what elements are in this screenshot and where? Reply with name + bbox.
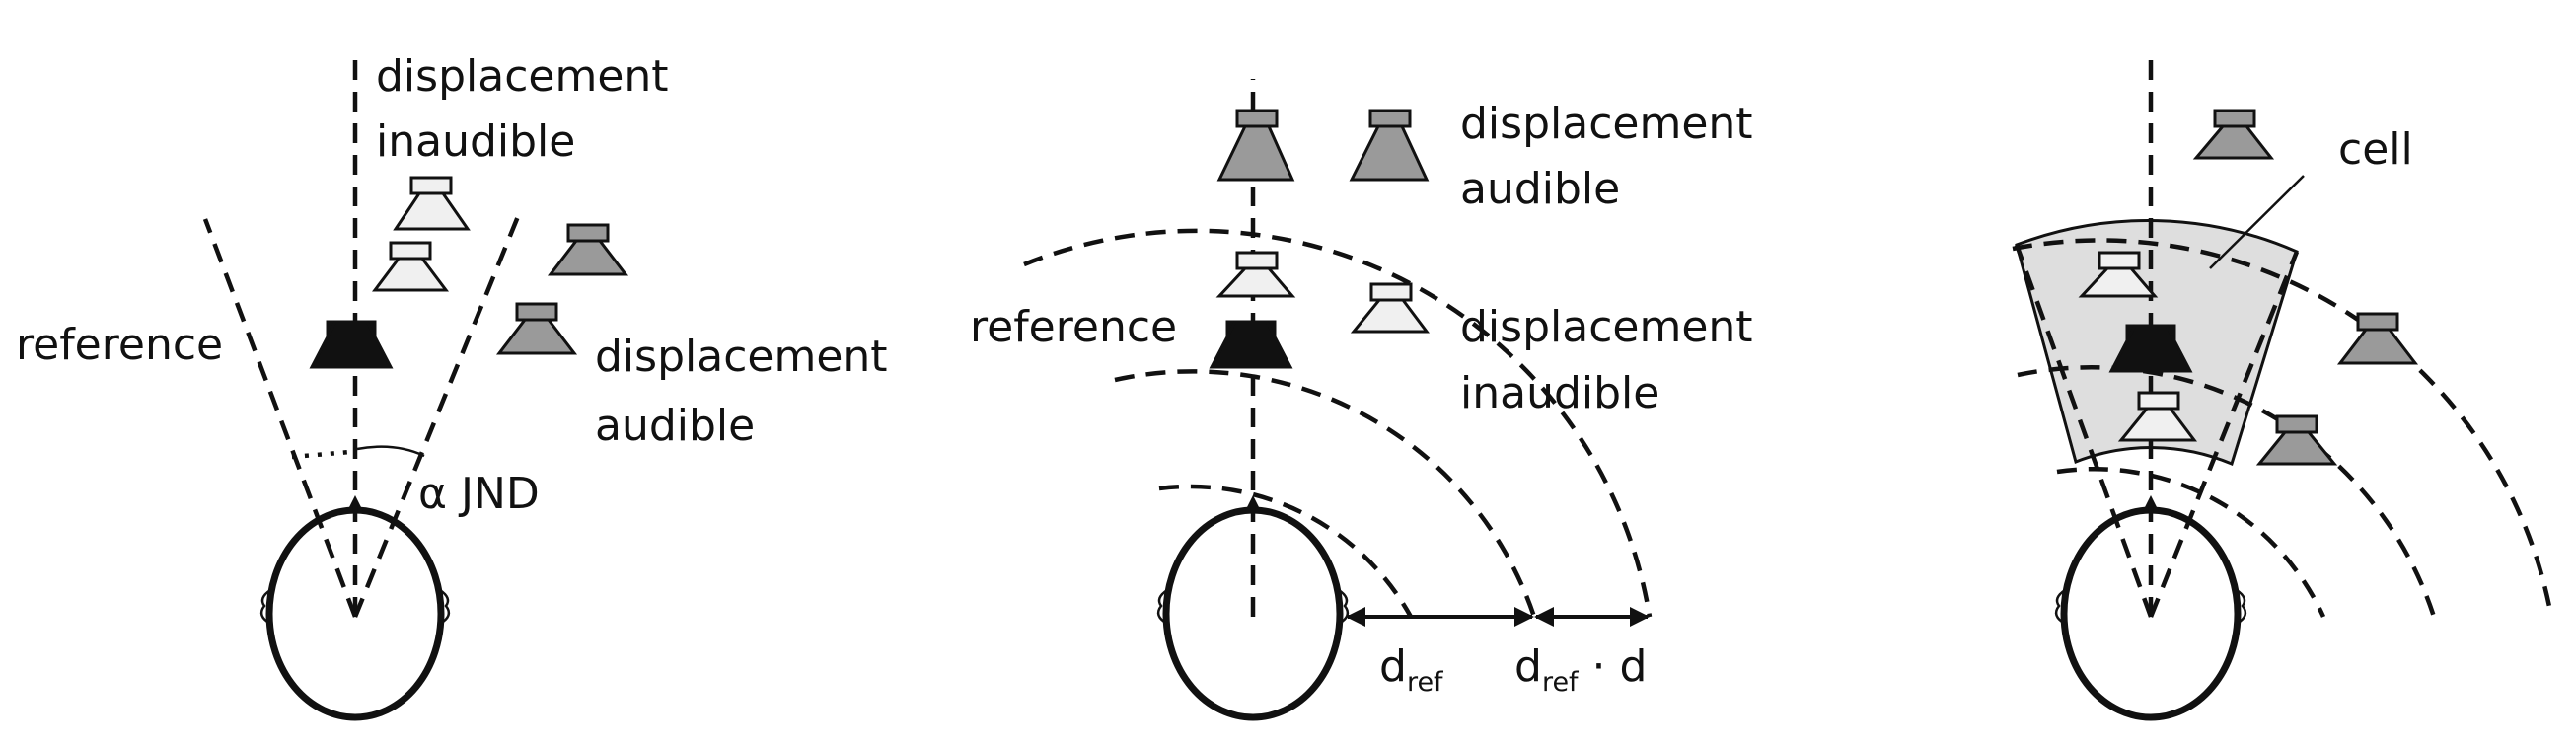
reference-speaker-1 (309, 320, 394, 369)
audible-speaker-1b (495, 302, 578, 355)
label-reference: reference (970, 302, 1177, 352)
distance-arc-far (1023, 228, 1653, 618)
panel-cell: cell (2012, 54, 2554, 721)
label-alpha-jnd: α JND (418, 469, 540, 519)
panel-distance: displacement audible reference displacem… (970, 79, 1753, 721)
cell-boundary-right (2148, 251, 2300, 618)
distance-arc-ref (1114, 369, 1537, 618)
inaudible-speaker-3b (2117, 391, 2197, 442)
audible-speaker-2b (1349, 109, 1430, 182)
reference-speaker-3 (2108, 324, 2193, 373)
inaudible-speaker-1b (372, 241, 449, 292)
ear-right-icon (439, 588, 451, 626)
distance-arc-ref (2017, 365, 2437, 618)
inaudible-speaker-2b (1350, 282, 1430, 334)
label-displacement-inaudible-2: inaudible (376, 116, 575, 167)
label-displacement-inaudible-1: displacement (1460, 302, 1753, 352)
label-cell: cell (2338, 124, 2413, 175)
distance-arc-near (1158, 484, 1413, 619)
jnd-dotted-tick (291, 449, 351, 460)
cell-leader-line (2209, 175, 2305, 269)
jnd-boundary-left (202, 218, 358, 618)
audible-speaker-1a (547, 223, 629, 276)
ear-right-icon (2236, 588, 2247, 626)
label-dref-times-d: dref · d (1514, 641, 1647, 698)
audible-speaker-3b (2336, 312, 2419, 365)
distance-arc-near (2056, 466, 2326, 618)
cell-boundary-left (2014, 244, 2154, 618)
ear-left-icon (2054, 588, 2066, 626)
jnd-boundary-right (352, 208, 524, 618)
audible-speaker-3c (2255, 414, 2338, 466)
ear-left-icon (259, 588, 271, 626)
ear-right-icon (1338, 588, 1350, 626)
label-displacement-audible-2: audible (1460, 164, 1620, 214)
panel-angular: displacement inaudible reference displac… (16, 51, 888, 721)
label-displacement-inaudible-2: inaudible (1460, 368, 1659, 418)
audible-speaker-2a (1216, 109, 1295, 182)
label-displacement-audible-1: displacement (595, 332, 888, 382)
label-displacement-inaudible-1: displacement (376, 51, 669, 102)
inaudible-speaker-1a (393, 176, 471, 231)
reference-speaker-2 (1209, 320, 1293, 369)
ear-left-icon (1156, 588, 1168, 626)
inaudible-speaker-3a (2078, 251, 2159, 298)
label-dref: dref (1379, 641, 1444, 698)
inaudible-speaker-2a (1215, 251, 1296, 298)
audible-speaker-3a (2192, 109, 2275, 160)
label-displacement-audible-2: audible (595, 401, 755, 451)
label-displacement-audible-1: displacement (1460, 99, 1753, 149)
label-reference: reference (16, 320, 223, 370)
jnd-angle-arc (356, 445, 425, 458)
